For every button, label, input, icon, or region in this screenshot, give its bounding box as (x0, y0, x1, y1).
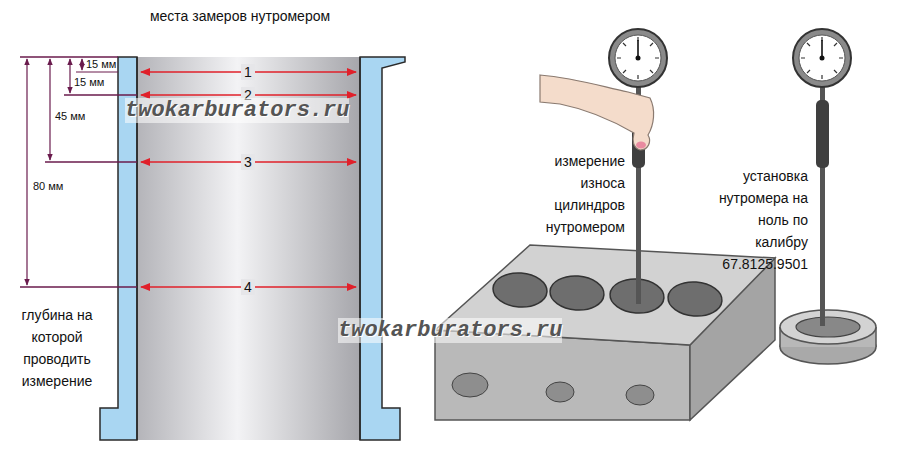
gauge-ticks (617, 37, 659, 79)
hand (540, 75, 654, 150)
gauge-bezel (609, 29, 667, 87)
cylinder-bore-hole (667, 280, 723, 318)
gauge-bezel (793, 29, 851, 87)
diagram-title: места замеров нутромером (150, 8, 330, 24)
dimension-line (64, 94, 137, 96)
ring-hole (796, 317, 860, 337)
callout-number: 1 (241, 64, 255, 80)
dimension-arrow (49, 59, 50, 160)
block-port (546, 382, 574, 402)
dimension-label: 15 мм (86, 58, 116, 70)
fingernail (636, 142, 646, 149)
dimension-line (45, 161, 137, 163)
dimension-label: 80 мм (33, 180, 63, 192)
gauge-needle (821, 40, 823, 58)
dimension-line (76, 72, 118, 73)
caption-text: измерение износа цилиндров нутромером (533, 150, 625, 238)
gauge-handle (816, 100, 829, 168)
gauge-dial (799, 35, 845, 81)
dimension-arrow (26, 59, 27, 285)
dimension-arrow (81, 59, 82, 70)
cylinder-wall (360, 57, 405, 440)
watermark: twokarburators.ru (338, 318, 562, 343)
gauge-needle (637, 40, 639, 58)
gauge-pivot (820, 56, 825, 61)
note-text: глубина на которой проводить измерение (11, 304, 103, 392)
gauge-dial (615, 35, 661, 81)
watermark: twokarburators.ru (125, 98, 349, 123)
caption-text: установка нутромера на ноль по калибру 6… (712, 165, 808, 275)
ring-top (780, 310, 876, 344)
bore-edge (359, 57, 361, 440)
callout-number: 3 (241, 154, 255, 170)
dimension-arrow (69, 59, 70, 93)
block-port (626, 385, 654, 405)
dimension-label: 45 мм (55, 110, 85, 122)
gauge-ticks (801, 37, 843, 79)
gauge-pivot (636, 56, 641, 61)
dimension-line (20, 286, 137, 288)
calibration-ring (780, 310, 876, 364)
dimension-label: 15 мм (74, 76, 104, 88)
dimension-line (20, 56, 118, 58)
cylinder-bore-hole (492, 271, 548, 309)
callout-number: 4 (241, 279, 255, 295)
block-port (452, 373, 488, 397)
cylinder-bore-hole (549, 274, 605, 312)
